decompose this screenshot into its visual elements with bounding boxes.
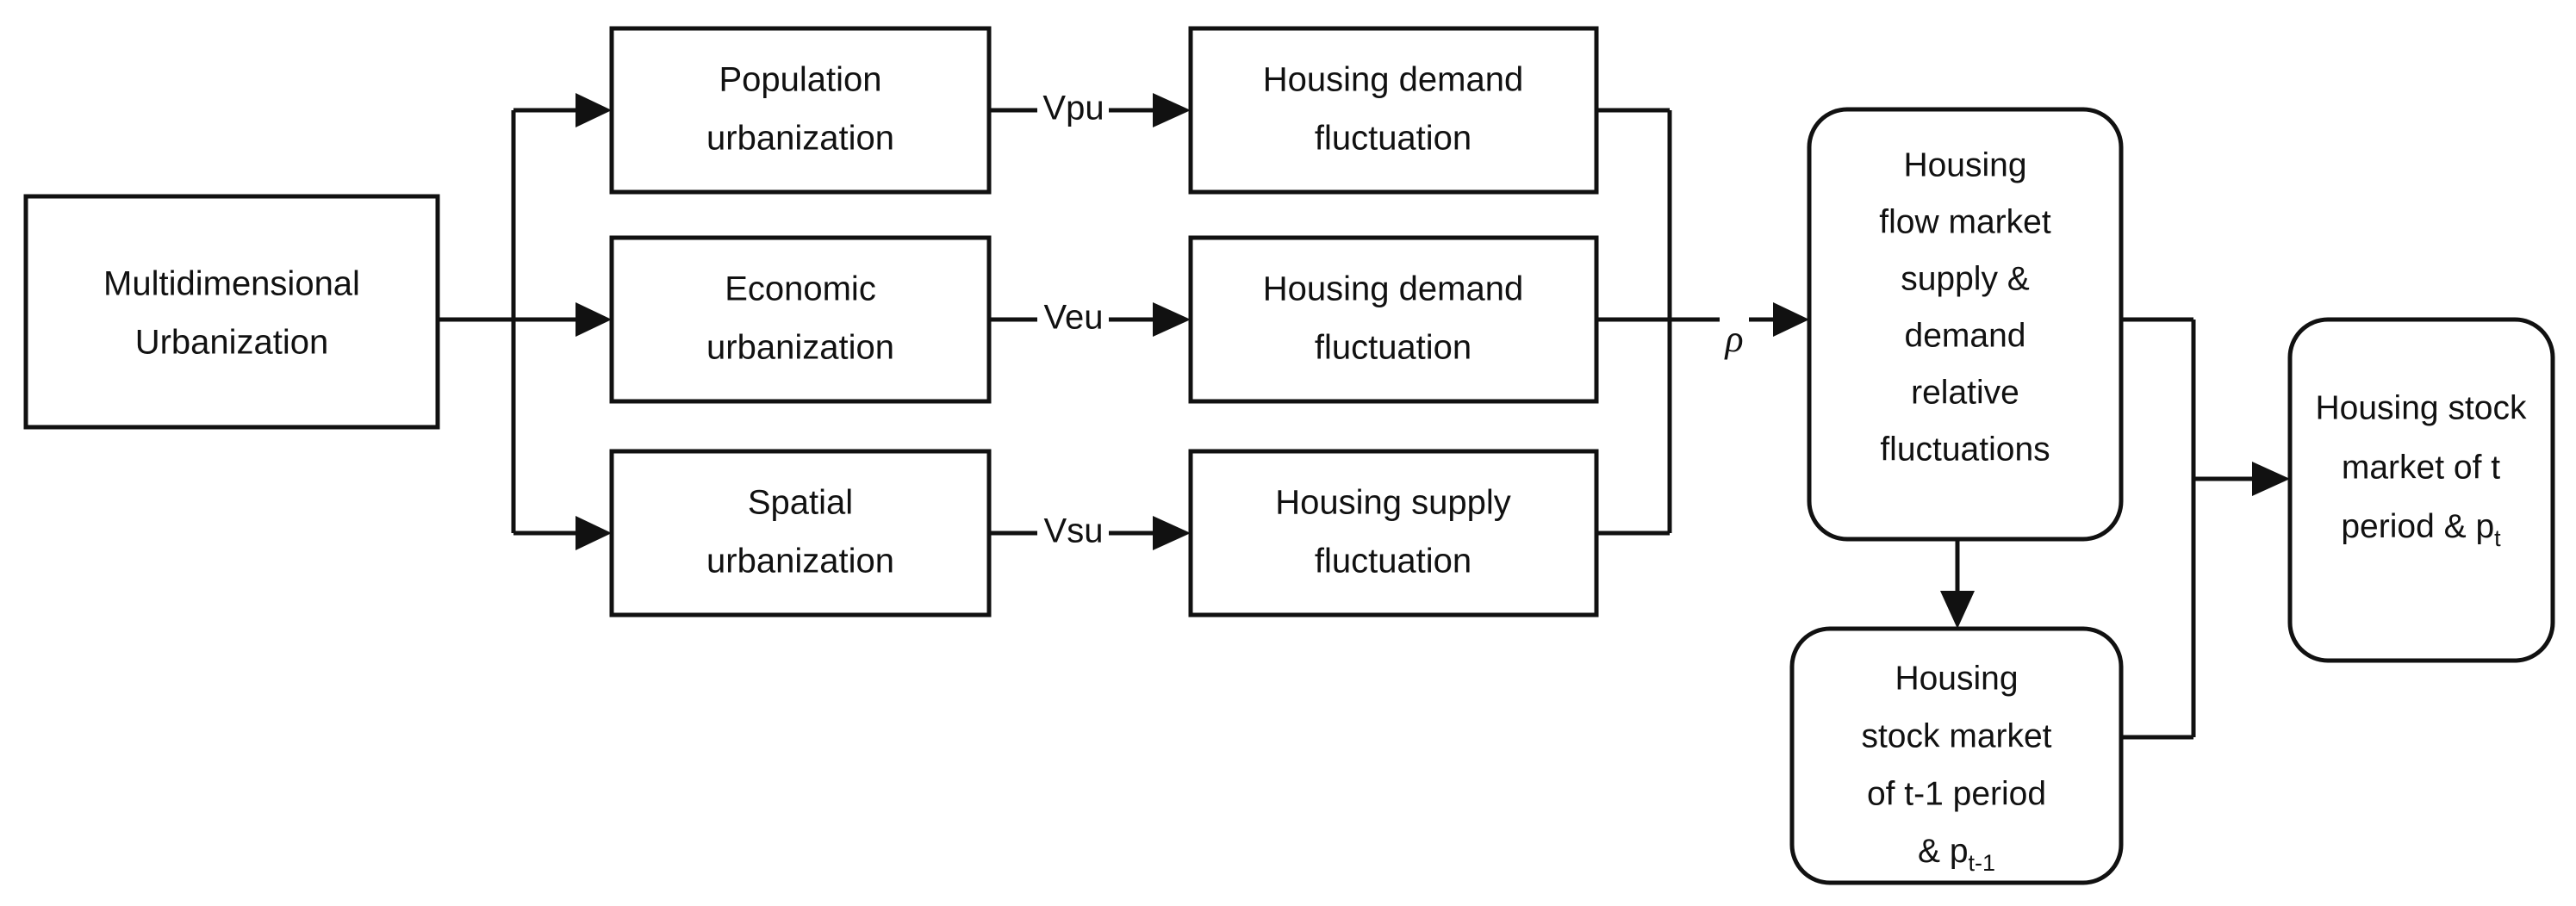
node-label-line2: urbanization [706,329,894,367]
node-label-line1: Housing demand [1263,270,1523,308]
node-label-line1: Spatial [748,484,853,522]
node-label-line1: Economic [725,270,876,308]
edge-source-fanout [438,93,612,550]
node-housing-demand-fluctuation-1[interactable]: Housing demand fluctuation [1188,26,1599,195]
node-economic-urbanization[interactable]: Economic urbanization [609,235,992,404]
node-label-price-subscript: t [2494,525,2501,551]
node-multidimensional-urbanization[interactable]: Multidimensional Urbanization [23,194,440,430]
node-label-line2: fluctuation [1315,543,1472,580]
edge-flowmarket-to-stockprev [1940,539,1975,629]
edge-label-veu: Veu [1044,299,1104,337]
node-label-line1: Housing [1895,660,2018,697]
node-label-line2: flow market [1879,203,2051,240]
node-label-line1: Housing stock [2316,389,2527,426]
node-label-line4: demand [1905,317,2026,354]
edge-label-vpu: Vpu [1042,90,1104,127]
node-label-line5: relative [1911,374,2019,411]
node-housing-flow-market[interactable]: Housing flow market supply & demand rela… [1807,107,2124,542]
node-housing-stock-market-t[interactable]: Housing stock market of t period & pt [2287,317,2555,663]
edge-fluctuations-merge [1596,108,1809,536]
node-housing-stock-market-t-minus-1[interactable]: Housing stock market of t-1 period & pt-… [1789,626,2124,885]
node-label-line2: market of t [2342,449,2500,486]
edge-label-vsu: Vsu [1044,512,1104,550]
edge-population-to-demand [989,93,1191,127]
node-housing-demand-fluctuation-2[interactable]: Housing demand fluctuation [1188,235,1599,404]
node-label-line1: Housing [1903,146,2026,183]
node-label-line2: fluctuation [1315,329,1472,367]
node-housing-supply-fluctuation[interactable]: Housing supply fluctuation [1188,449,1599,617]
node-label-price-prefix: period & p [2341,508,2494,545]
node-label-line2: urbanization [706,120,894,158]
edge-label-rho: ρ [1723,318,1743,360]
node-label-line3: supply & [1901,260,2030,297]
node-label-line1: Housing demand [1263,61,1523,99]
node-label-line2: Urbanization [135,324,329,362]
node-label-line6: fluctuations [1880,431,2050,468]
node-label-line2: urbanization [706,543,894,580]
node-population-urbanization[interactable]: Population urbanization [609,26,992,195]
node-label-line1: Housing supply [1275,484,1511,522]
node-label-line3: period & pt [2341,508,2501,551]
edge-spatial-to-supply [989,516,1191,550]
node-label-line4: & pt-1 [1918,833,1995,876]
node-label-line1: Population [719,61,881,99]
node-label-line2: fluctuation [1315,120,1472,158]
node-spatial-urbanization[interactable]: Spatial urbanization [609,449,992,617]
node-label-line3: of t-1 period [1867,775,2046,812]
edge-economic-to-demand [989,302,1191,337]
node-label-price-prefix: & p [1918,833,1969,870]
edge-flowmarket-to-stockcurrent [2121,317,2290,737]
node-label-price-subscript: t-1 [1969,850,1996,876]
node-label-line2: stock market [1861,717,2051,754]
node-label-line1: Multidimensional [103,265,360,303]
